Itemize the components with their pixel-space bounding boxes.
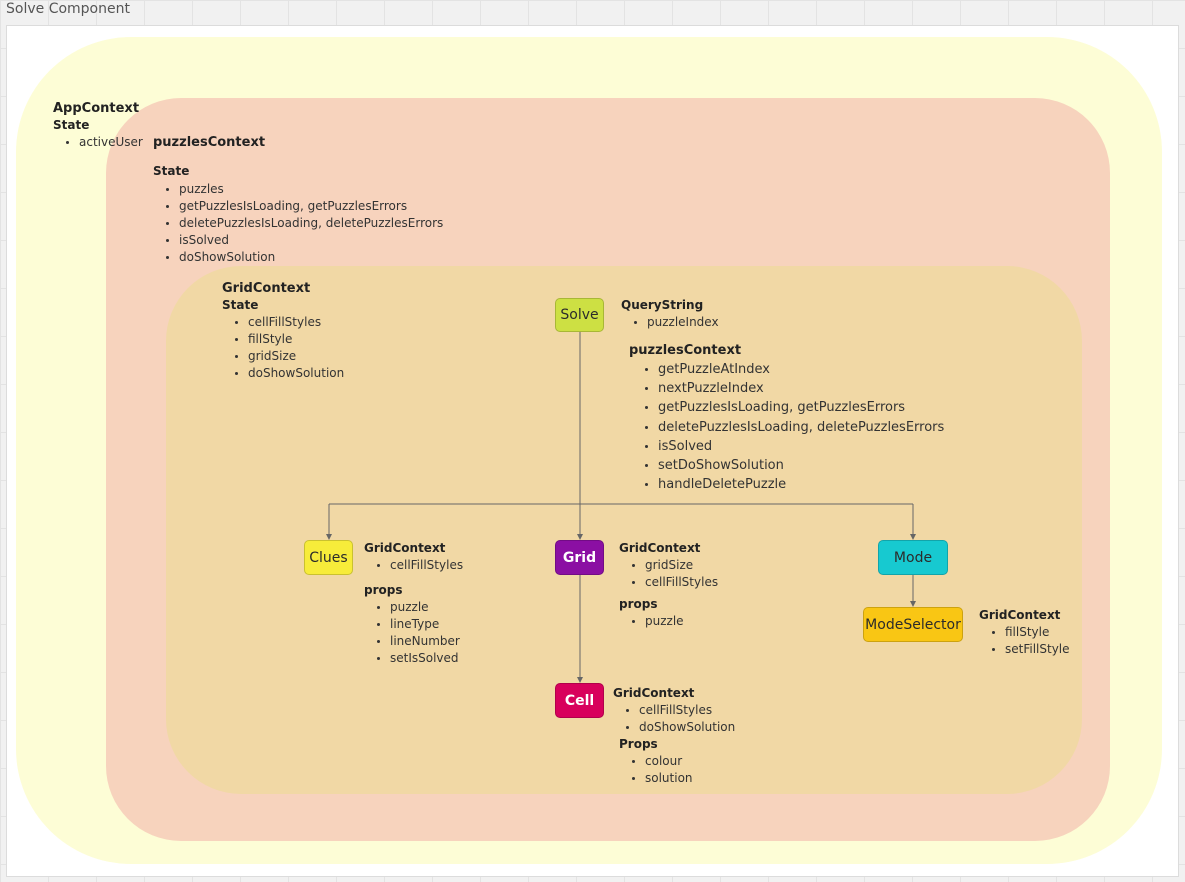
solve-puzzles-context-label: puzzlesContext <box>629 343 742 358</box>
list-item: puzzles <box>153 181 443 198</box>
list-item: lineType <box>364 616 460 633</box>
clues-node[interactable]: Clues <box>304 540 353 575</box>
list-item: nextPuzzleIndex <box>632 379 944 398</box>
grid-node[interactable]: Grid <box>555 540 604 575</box>
list-item: getPuzzlesIsLoading, getPuzzlesErrors <box>632 398 944 417</box>
list-item: colour <box>619 753 693 770</box>
list-item: setFillStyle <box>979 641 1070 658</box>
list-item: cellFillStyles <box>364 557 463 574</box>
list-item: handleDeletePuzzle <box>632 475 944 494</box>
list-item: fillStyle <box>979 624 1070 641</box>
solve-querystring-label: QueryString <box>621 298 704 312</box>
list-item: cellFillStyles <box>619 574 718 591</box>
grid-grid-context-label: GridContext <box>619 541 701 555</box>
app-context-state-list: activeUser <box>53 134 143 151</box>
cell-node[interactable]: Cell <box>555 683 604 718</box>
list-item: deletePuzzlesIsLoading, deletePuzzlesErr… <box>153 215 443 232</box>
cell-grid-context-label: GridContext <box>613 686 695 700</box>
solve-querystring-list: puzzleIndex <box>621 314 719 331</box>
app-context-state-label: State <box>53 118 90 132</box>
list-item: solution <box>619 770 693 787</box>
list-item: cellFillStyles <box>222 314 344 331</box>
list-item: puzzleIndex <box>621 314 719 331</box>
puzzles-context-title: puzzlesContext <box>153 135 266 150</box>
list-item: doShowSolution <box>153 249 443 266</box>
grid-context-title: GridContext <box>222 281 311 296</box>
solve-node[interactable]: Solve <box>555 298 604 332</box>
grid-context-region <box>166 266 1082 794</box>
mode-node[interactable]: Mode <box>878 540 948 575</box>
list-item: getPuzzleAtIndex <box>632 360 944 379</box>
list-item: isSolved <box>632 437 944 456</box>
clues-grid-context-label: GridContext <box>364 541 446 555</box>
cell-props-label: Props <box>619 737 658 751</box>
list-item: cellFillStyles <box>613 702 735 719</box>
app-context-title: AppContext <box>53 101 140 116</box>
list-item: gridSize <box>222 348 344 365</box>
clues-props-label: props <box>364 583 403 597</box>
grid-props-label: props <box>619 597 658 611</box>
list-item: puzzle <box>364 599 460 616</box>
modeselector-node[interactable]: ModeSelector <box>863 607 963 642</box>
puzzles-context-state-label: State <box>153 164 190 178</box>
grid-props-list: puzzle <box>619 613 684 630</box>
clues-grid-context-list: cellFillStyles <box>364 557 463 574</box>
list-item: doShowSolution <box>222 365 344 382</box>
list-item: gridSize <box>619 557 718 574</box>
list-item: deletePuzzlesIsLoading, deletePuzzlesErr… <box>632 418 944 437</box>
list-item: doShowSolution <box>613 719 735 736</box>
list-item: activeUser <box>53 134 143 151</box>
list-item: setIsSolved <box>364 650 460 667</box>
list-item: puzzle <box>619 613 684 630</box>
list-item: lineNumber <box>364 633 460 650</box>
grid-context-state-label: State <box>222 298 259 312</box>
list-item: fillStyle <box>222 331 344 348</box>
list-item: getPuzzlesIsLoading, getPuzzlesErrors <box>153 198 443 215</box>
frame-title: Solve Component <box>6 1 130 17</box>
modeselector-grid-context-label: GridContext <box>979 608 1061 622</box>
list-item: setDoShowSolution <box>632 456 944 475</box>
list-item: isSolved <box>153 232 443 249</box>
